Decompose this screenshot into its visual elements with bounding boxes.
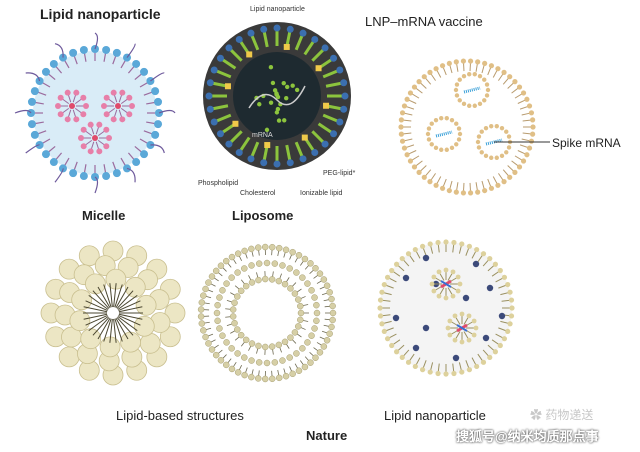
inset-phospholipid-label: Phospholipid xyxy=(198,180,238,187)
inset-ionizable-label: Ionizable lipid xyxy=(300,190,342,197)
colored-lipid-nanoparticle-diagram xyxy=(10,28,180,198)
inset-cholesterol-label: Cholesterol xyxy=(240,190,275,197)
watermark-platform: 搜狐号@纳米均质那点事 xyxy=(456,426,599,445)
inset-peg-label: PEG-lipid* xyxy=(323,170,355,177)
inset-mrna-label: mRNA xyxy=(252,132,273,139)
title-lnp-mrna-vaccine: LNP–mRNA vaccine xyxy=(365,14,483,29)
inset-title: Lipid nanoparticle xyxy=(250,6,305,13)
lipid-nanoparticle-bottom-diagram xyxy=(366,228,526,388)
title-lipid-nanoparticle-1: Lipid nanoparticle xyxy=(40,6,161,22)
label-micelle: Micelle xyxy=(82,208,125,223)
wechat-icon: ✿ xyxy=(530,408,545,422)
label-lipid-nanoparticle-2: Lipid nanoparticle xyxy=(384,408,486,423)
spike-mrna-label: Spike mRNA xyxy=(552,136,621,150)
lipid-nanoparticle-cross-section xyxy=(197,16,357,176)
watermark-account: ✿ 药物递送 xyxy=(530,406,593,423)
label-lipid-based-structures: Lipid-based structures xyxy=(116,408,244,423)
label-liposome: Liposome xyxy=(232,208,293,223)
lnp-mrna-vaccine-diagram xyxy=(382,42,552,212)
source-nature: Nature xyxy=(306,428,347,443)
micelle-diagram xyxy=(48,238,178,388)
liposome-diagram xyxy=(192,238,342,388)
